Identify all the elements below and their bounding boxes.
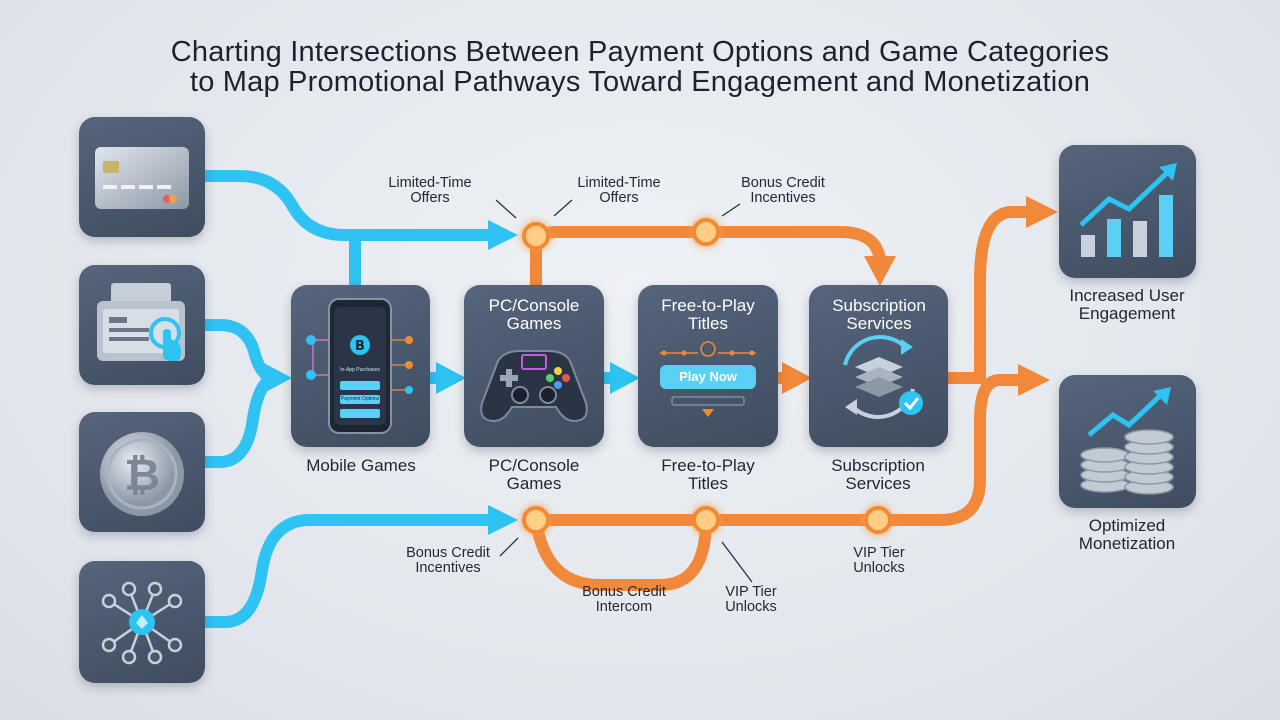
mobile-screen-text-2: Payment Options	[340, 396, 380, 402]
blockchain-tile	[79, 561, 205, 683]
promo-node	[692, 506, 720, 534]
subscription-card-title: Subscription Services	[832, 296, 926, 333]
promo-node	[522, 506, 550, 534]
monetization-tile	[1059, 375, 1196, 508]
free-to-play-tile: Free-to-Play Titles Play Now	[638, 285, 778, 447]
annotation-limited-time-offers: Limited-Time Offers	[388, 175, 472, 206]
promo-bottom-loop	[530, 514, 712, 591]
engagement-tile	[1059, 145, 1196, 278]
flow-network-to-bottom-promo	[199, 514, 496, 628]
f2p-card-title: Free-to-Play Titles	[661, 296, 755, 333]
diagram-title-line-2: to Map Promotional Pathways Toward Engag…	[189, 66, 1091, 98]
payment-card-tile	[79, 117, 205, 237]
promo-to-engagement	[973, 206, 1036, 384]
coin-stack-icon	[1080, 387, 1174, 495]
arrow-into-f2p	[610, 362, 640, 394]
annotation-vip-tier-unlocks: VIP Tier Unlocks	[725, 584, 777, 615]
promo-node	[692, 218, 720, 246]
svg-text:₿: ₿	[124, 450, 160, 501]
play-now-button[interactable]: Play Now	[679, 369, 737, 384]
arrow-bottom-promo	[488, 505, 518, 535]
arrow-top-promo	[488, 220, 518, 250]
subscription-caption: Subscription Services	[831, 456, 925, 493]
promo-node	[864, 506, 892, 534]
smartphone-icon: B	[306, 298, 413, 434]
flow-card-to-top-promo	[199, 170, 496, 241]
annotation-bonus-credit-incentives: Bonus Credit Incentives	[406, 545, 490, 576]
crypto-tile: ₿	[79, 412, 205, 532]
annotation-vip-tier-unlocks: VIP Tier Unlocks	[853, 545, 905, 576]
f2p-diagram-icon	[660, 341, 756, 417]
subscription-cycle-icon	[843, 335, 923, 419]
monetization-caption: Optimized Monetization	[1078, 516, 1176, 553]
growth-chart-icon	[1079, 163, 1177, 257]
pc-console-caption: PC/Console Games	[488, 456, 580, 493]
arrow-into-engagement	[1026, 196, 1058, 228]
arrow-into-pc	[436, 362, 466, 394]
bitcoin-icon: ₿	[100, 432, 184, 516]
annotation-limited-time-offers: Limited-Time Offers	[577, 175, 661, 206]
gamepad-icon	[480, 350, 588, 423]
pc-console-card-title: PC/Console Games	[488, 296, 580, 333]
arrow-f2p-into-sub	[782, 362, 812, 394]
arrow-into-mobile	[262, 362, 292, 394]
annotation-bonus-credit-incentives: Bonus Credit Incentives	[741, 175, 825, 206]
diagram-title-line-1: Charting Intersections Between Payment O…	[170, 36, 1110, 68]
subscription-services-tile: Subscription Services	[809, 285, 948, 447]
mobile-games-caption: Mobile Games	[306, 456, 416, 475]
pc-console-games-tile: PC/Console Games	[464, 285, 604, 447]
f2p-caption: Free-to-Play Titles	[661, 456, 755, 493]
promo-bottom-line	[530, 374, 1026, 526]
credit-card-icon	[95, 147, 189, 209]
arrow-into-monetization	[1018, 364, 1050, 396]
mobile-games-tile: B In-App Purchases Payment Options	[291, 285, 430, 447]
annotation-bonus-credit-intercom: Bonus Credit Intercom	[582, 584, 666, 615]
arrow-into-subscription	[864, 256, 896, 286]
digital-wallet-tile	[79, 265, 205, 385]
svg-text:B: B	[355, 339, 365, 354]
blockchain-network-icon	[101, 581, 183, 665]
promo-node	[522, 222, 550, 250]
mobile-screen-text-1: In-App Purchases	[340, 367, 380, 373]
digital-wallet-icon	[97, 283, 185, 361]
engagement-caption: Increased User Engagement	[1069, 286, 1185, 323]
